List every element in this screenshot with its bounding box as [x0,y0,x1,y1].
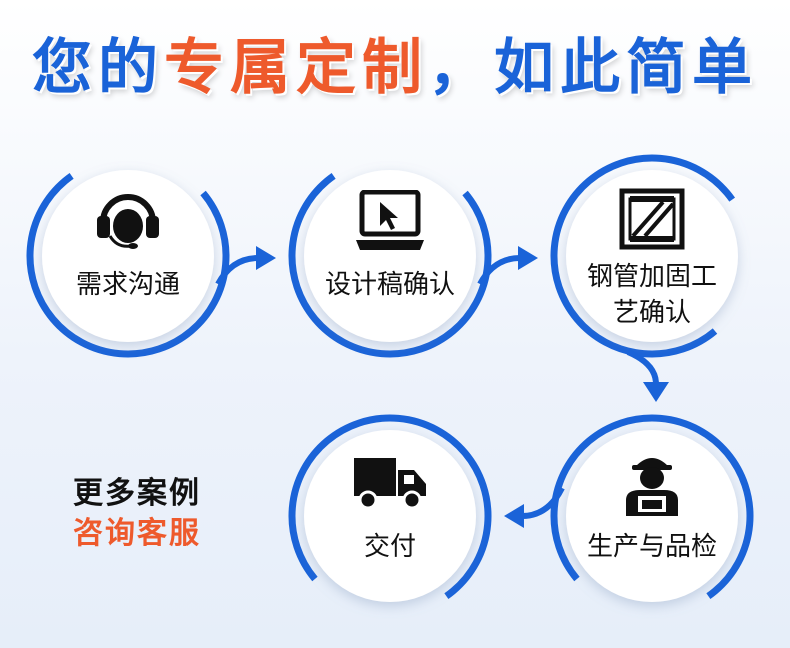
step-label: 需求沟通 [75,270,180,300]
step-design-confirm: 设计稿确认 [300,166,480,346]
worker-icon [622,450,682,522]
more-cases-text: 更多案例 [73,476,201,511]
arrow-down [626,349,669,402]
step-label: 交付 [363,532,416,562]
step-label: 设计稿确认 [324,270,455,300]
delivery-truck-icon [352,454,428,516]
more-cases-note: 更多案例 咨询客服 [52,474,222,554]
page-title: 您的专属定制，如此简单 [0,28,790,108]
step-label-line-2: 艺确认 [612,298,691,328]
step-requirement: 需求沟通 [38,166,218,346]
arrow-left [504,486,565,528]
computer-cursor-icon [354,189,426,256]
reinforced-frame-icon [619,188,685,254]
step-label: 生产与品检 [586,532,717,562]
title-part-3: ，如此简单 [428,33,758,103]
ring-1 [26,154,230,358]
arrow-right-2 [477,246,538,286]
title-part-1: 您的 [32,33,164,103]
ring-5 [288,414,492,618]
arrow-right-1 [215,246,276,286]
ring-3 [550,154,754,358]
headset-icon [93,188,163,258]
step-reinforcement-confirm: 钢管加固工 艺确认 [562,166,742,346]
title-part-2: 专属定制 [164,33,428,103]
step-production-qc: 生产与品检 [562,426,742,606]
step-label-line-1: 钢管加固工 [586,262,717,292]
contact-service-text: 咨询客服 [73,516,201,551]
step-delivery: 交付 [300,426,480,606]
ring-2 [288,154,492,358]
